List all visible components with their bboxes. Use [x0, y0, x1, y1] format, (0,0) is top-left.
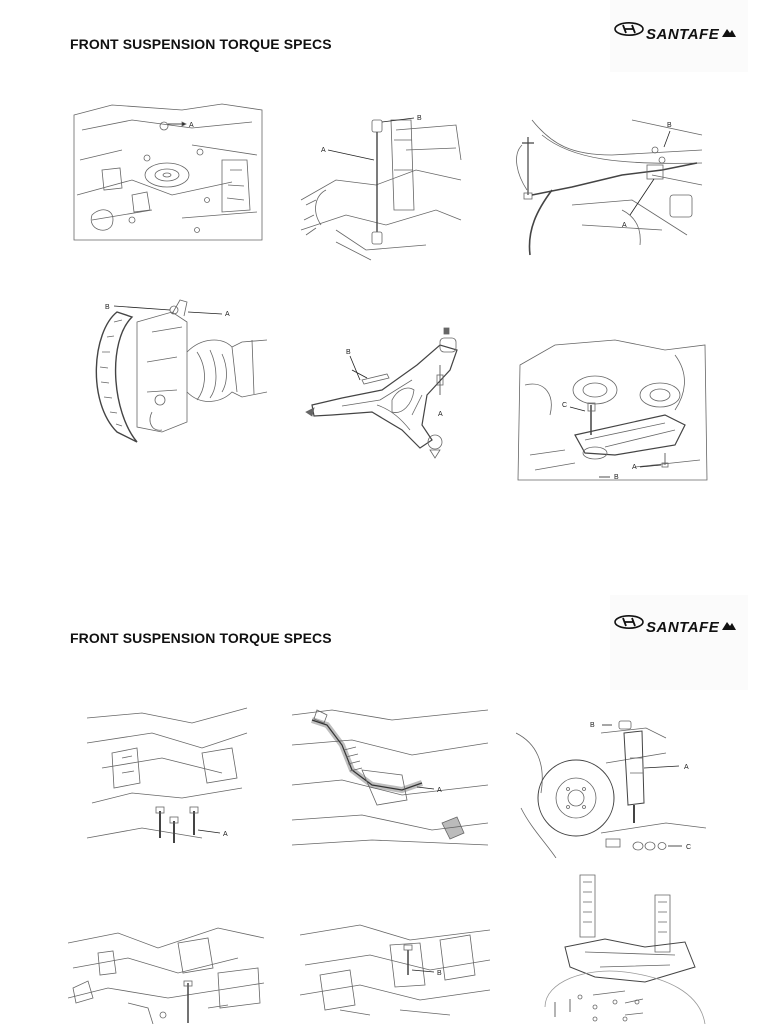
- hyundai-logo-icon: [614, 22, 644, 36]
- callout-a: A: [632, 464, 637, 471]
- callout-b: B: [417, 115, 422, 122]
- hyundai-logo-icon: [614, 615, 644, 629]
- callout-b: B: [105, 304, 110, 311]
- rear-subframe-diagram: [525, 867, 715, 1024]
- callout-b: B: [346, 349, 351, 356]
- callout-b: B: [590, 722, 595, 729]
- callout-a: A: [223, 831, 228, 838]
- callout-a: A: [225, 311, 230, 318]
- exhaust-pipe-diagram: A: [292, 705, 488, 850]
- callout-b: B: [437, 970, 442, 977]
- stabilizer-bar-diagram: B A: [512, 115, 707, 260]
- rear-shock-diagram: B A C: [516, 713, 706, 858]
- brand-name: SANTAFE: [646, 619, 720, 636]
- callout-c: C: [686, 844, 691, 851]
- callout-a: A: [321, 147, 326, 154]
- callout-c: C: [562, 402, 567, 409]
- mountain-icon: [722, 29, 736, 37]
- brand-logo: SANTAFE: [610, 0, 748, 72]
- callout-b: B: [667, 122, 672, 129]
- page-title: FRONT SUSPENSION TORQUE SPECS: [70, 36, 332, 52]
- document-page-2: FRONT SUSPENSION TORQUE SPECS SANTAFE A: [0, 595, 768, 1024]
- callout-a: A: [622, 222, 627, 229]
- subframe-mount-diagram: C A B: [515, 335, 710, 483]
- callout-a: A: [189, 122, 194, 129]
- callout-a: A: [438, 411, 443, 418]
- callout-a: A: [437, 787, 442, 794]
- callout-a: A: [684, 764, 689, 771]
- underbody-bracket-diagram: [68, 913, 264, 1024]
- underbody-mount-diagram: B: [300, 915, 490, 1024]
- stabilizer-link-diagram: B A: [296, 110, 466, 262]
- brand-name: SANTAFE: [646, 26, 720, 43]
- crossmember-bolts-diagram: A: [82, 703, 250, 851]
- document-page-1: FRONT SUSPENSION TORQUE SPECS SANTAFE A: [70, 0, 748, 483]
- page-title: FRONT SUSPENSION TORQUE SPECS: [70, 630, 332, 646]
- mountain-icon: [722, 622, 736, 630]
- callout-b: B: [614, 474, 619, 481]
- brand-logo: SANTAFE: [610, 595, 748, 690]
- knuckle-assembly-diagram: A B: [92, 292, 268, 444]
- lower-arm-diagram: B A: [302, 320, 472, 465]
- strut-mount-diagram: A: [72, 100, 264, 245]
